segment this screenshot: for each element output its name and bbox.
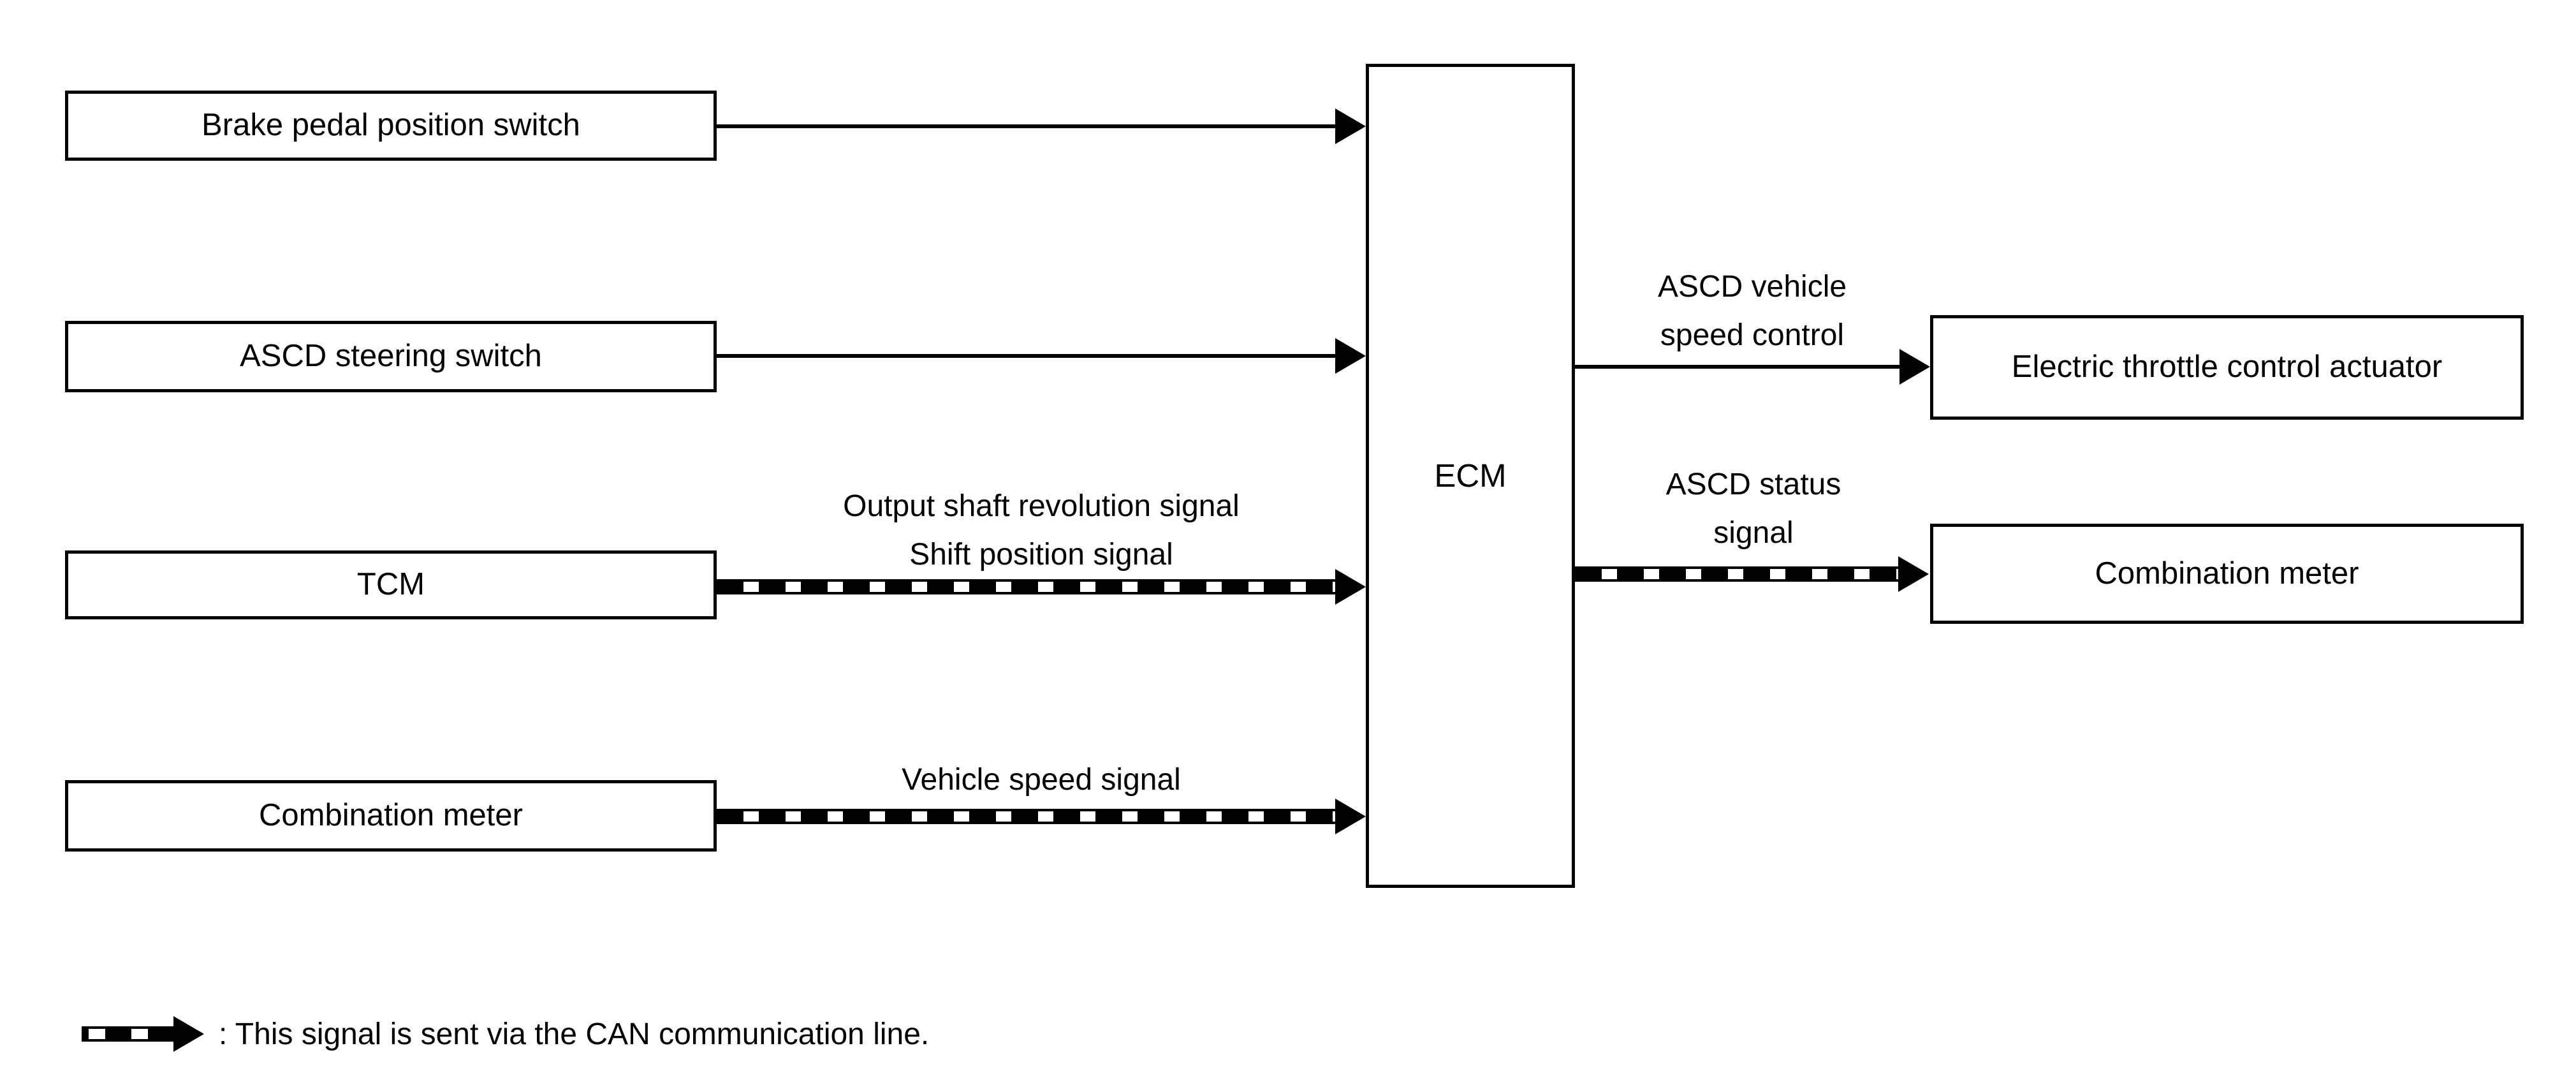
edge-label-line: speed control — [1660, 318, 1845, 352]
node-label: Combination meter — [2095, 556, 2359, 591]
can-dashed-shaft — [1575, 566, 1903, 582]
node-tcm: TCM — [65, 550, 717, 619]
edge-label-line: Vehicle speed signal — [902, 763, 1181, 797]
can-dashed-shaft — [717, 579, 1340, 594]
arrow-ecm-to-electric-throttle — [1575, 349, 1930, 385]
can-arrow-tcm-to-ecm — [717, 569, 1366, 605]
node-label: Brake pedal position switch — [201, 108, 580, 143]
can-arrow-combination-meter-to-ecm — [717, 799, 1366, 834]
arrow-shaft — [717, 124, 1338, 128]
node-label: Combination meter — [259, 798, 523, 833]
arrowhead-icon — [173, 1016, 204, 1052]
legend-text: : This signal is sent via the CAN commun… — [219, 1017, 930, 1051]
can-dashed-shaft — [82, 1026, 175, 1042]
node-electric-throttle-control-actuator: Electric throttle control actuator — [1930, 315, 2524, 420]
node-label: TCM — [356, 567, 425, 602]
edge-label-line: Output shaft revolution signal — [843, 489, 1240, 523]
node-label: ECM — [1434, 457, 1507, 494]
edge-label-line: ASCD status — [1665, 468, 1841, 501]
arrow-steering-switch-to-ecm — [717, 338, 1366, 374]
node-combination-meter-output: Combination meter — [1930, 524, 2524, 624]
arrowhead-icon — [1899, 349, 1930, 385]
can-arrow-ecm-to-combination-meter — [1575, 556, 1929, 592]
arrowhead-icon — [1898, 556, 1929, 592]
node-combination-meter-input: Combination meter — [65, 780, 717, 852]
edge-label-line: ASCD vehicle — [1657, 270, 1847, 304]
edge-label-ascd-status-signal: ASCD status signal — [1498, 461, 2009, 557]
arrowhead-icon — [1335, 338, 1366, 374]
arrowhead-icon — [1335, 108, 1366, 144]
edge-label-vehicle-speed-signal: Vehicle speed signal — [659, 756, 1424, 804]
arrow-shaft — [1575, 365, 1903, 369]
node-brake-pedal-position-switch: Brake pedal position switch — [65, 91, 717, 161]
edge-label-line: Shift position signal — [909, 538, 1173, 572]
can-dashed-shaft — [717, 809, 1340, 824]
edge-label-tcm-signals: Output shaft revolution signal Shift pos… — [659, 482, 1424, 579]
arrow-shaft — [717, 354, 1338, 358]
node-ascd-steering-switch: ASCD steering switch — [65, 321, 717, 392]
node-label: ASCD steering switch — [240, 339, 542, 374]
arrowhead-icon — [1335, 569, 1366, 605]
node-ecm: ECM — [1366, 64, 1575, 888]
arrowhead-icon — [1335, 799, 1366, 834]
can-line-legend-icon — [82, 1016, 204, 1052]
edge-label-ascd-vehicle-speed-control: ASCD vehicle speed control — [1497, 263, 2007, 360]
arrow-brake-to-ecm — [717, 108, 1366, 144]
node-label: Electric throttle control actuator — [2011, 350, 2443, 385]
edge-label-line: signal — [1713, 516, 1794, 550]
